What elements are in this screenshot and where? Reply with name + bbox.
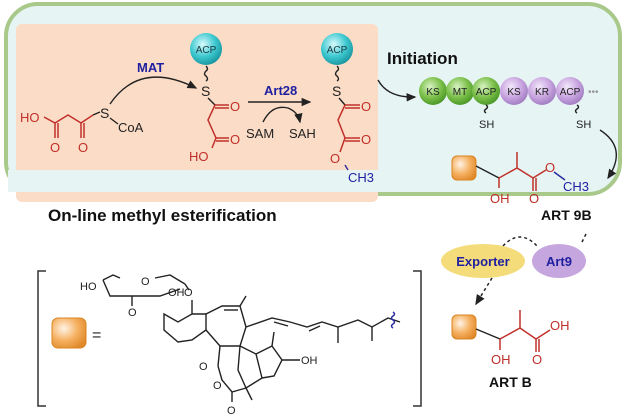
sugar-ring-o: O (141, 276, 150, 288)
int2-o1: O (361, 99, 371, 114)
art9b-oh: OH (490, 191, 510, 206)
esterification-panel (16, 24, 378, 202)
art9b-structure: OH O O CH3 (451, 152, 589, 206)
art9b-o2: O (545, 160, 555, 175)
int1-s: S (201, 83, 210, 99)
domain-ks-1: KS (419, 77, 447, 105)
acp-carrier-2 (321, 33, 353, 65)
thiol-label-2: SH (576, 119, 591, 131)
sugar-keto-o: O (128, 307, 137, 319)
int1-ho: HO (189, 149, 209, 164)
art9-protein (532, 244, 586, 278)
svg-text:KR: KR (535, 87, 549, 98)
art9b-label: ART 9B (541, 207, 592, 223)
sugar-ho: HO (80, 281, 97, 293)
aglycone-box-9b (451, 155, 477, 181)
int2-ch3: CH3 (348, 170, 374, 185)
art9b-to-art9-dashed (580, 233, 587, 245)
svg-text:MT: MT (453, 87, 467, 98)
art9b-o1: O (529, 191, 539, 206)
substrate-o1: O (50, 140, 60, 155)
sugar-oh: OH (168, 287, 185, 299)
lactone-o3: O (227, 405, 236, 417)
exporter-label: Exporter (456, 254, 509, 269)
svg-text:KS: KS (507, 87, 521, 98)
domain-kr: KR (528, 77, 556, 105)
left-bracket (37, 270, 46, 407)
substrate-coa: CoA (118, 120, 144, 135)
right-bracket (413, 270, 422, 407)
artb-structure: OH O OH (451, 310, 570, 367)
artb-oh2: OH (550, 318, 570, 333)
malonyl-coa-structure: HO O O S CoA (20, 105, 144, 155)
glycosidic-o: O (184, 287, 193, 299)
int1-o1: O (230, 99, 240, 114)
acp-label-1: ACP (196, 45, 217, 56)
artb-label: ART B (489, 374, 532, 390)
exporter-protein (441, 244, 525, 278)
aglycone-box-b (451, 314, 477, 340)
sah-label: SAH (289, 126, 316, 141)
mat-label: MAT (137, 60, 164, 75)
release-arrow (599, 129, 617, 180)
int2-s: S (332, 83, 341, 99)
loading-arrow (377, 79, 417, 102)
art9-to-exporter-dashed (502, 236, 538, 247)
legend-equals: = (92, 327, 101, 344)
svg-text:ACP: ACP (476, 87, 497, 98)
module-ellipsis: ••• (588, 87, 599, 98)
int2-o3: O (330, 151, 340, 166)
export-dashed-arrow (475, 277, 493, 306)
art9b-ch3: CH3 (563, 179, 589, 194)
malonyl-acp-structure: ACP S O O HO (189, 33, 240, 164)
methylmalonyl-acp-structure: ACP S O O O CH3 (321, 33, 374, 185)
sam-sah-arrow (262, 106, 303, 124)
substrate-o2: O (78, 140, 88, 155)
int2-o2: O (361, 132, 371, 147)
domain-ks-2: KS (500, 77, 528, 105)
sam-label: SAM (246, 126, 274, 141)
art28-label: Art28 (264, 83, 297, 98)
svg-text:KS: KS (426, 87, 440, 98)
lactone-o2: O (213, 380, 222, 392)
aglycone-legend: = HO O O OH O O O O OH (37, 270, 422, 417)
domain-acp-2: ACP (556, 77, 584, 105)
domain-acp-1: ACP (472, 77, 500, 105)
aglycone-box-legend (51, 317, 87, 349)
acp-carrier-1 (190, 33, 222, 65)
domain-mt: MT (446, 77, 474, 105)
mat-arrow (109, 76, 198, 105)
art9-label: Art9 (546, 254, 572, 269)
svg-text:ACP: ACP (560, 87, 581, 98)
thiol-label-1: SH (479, 119, 494, 131)
artb-o: O (532, 352, 542, 367)
pks-module: KS MT ACP KS KR ACP ••• SH SH (419, 77, 599, 131)
cyclopentane-oh: OH (301, 355, 318, 367)
initiation-title: Initiation (387, 49, 458, 68)
artb-oh1: OH (491, 352, 511, 367)
substrate-ho: HO (20, 110, 40, 125)
int1-o2: O (230, 132, 240, 147)
substrate-s: S (100, 105, 109, 121)
esterification-title: On-line methyl esterification (48, 206, 277, 225)
lactone-o1: O (199, 361, 208, 373)
acp-label-2: ACP (327, 45, 348, 56)
